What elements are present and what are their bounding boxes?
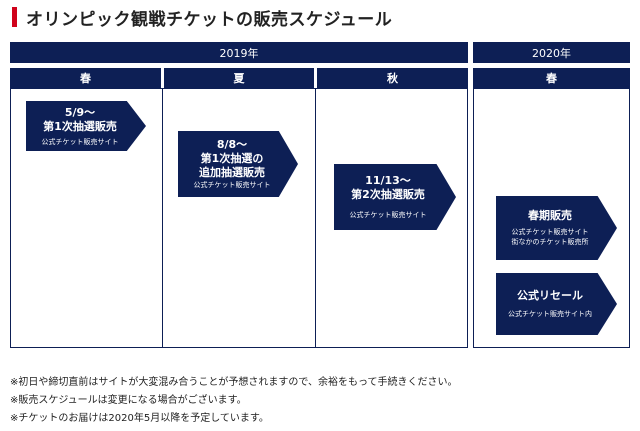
note-item: ※販売スケジュールは変更になる場合がございます。 xyxy=(10,395,247,406)
title-accent-bar xyxy=(12,7,17,27)
year-header-2019: 2019年 xyxy=(10,42,468,63)
season-header-autumn-2019: 秋 xyxy=(317,68,468,88)
note-item: ※初日や締切直前はサイトが大変混み合うことが予想されますので、余裕をもって手続き… xyxy=(10,377,458,388)
season-header-spring-2019: 春 xyxy=(10,68,161,88)
sale-name: 第1次抽選の xyxy=(200,152,264,165)
page-title: オリンピック観戦チケットの販売スケジュール xyxy=(26,10,393,30)
sale-channel: 公式チケット販売サイト内 xyxy=(508,310,592,318)
sale-arrow-spring-sale: 春期販売 公式チケット販売サイト 街なかのチケット販売所 xyxy=(496,196,617,260)
sale-date: 11/13〜 xyxy=(365,174,411,187)
notes: ※初日や締切直前はサイトが大変混み合うことが予想されますので、余裕をもって手続き… xyxy=(10,374,457,428)
year-header-2020: 2020年 xyxy=(473,42,630,63)
sale-arrow-second-lottery: 11/13〜 第2次抽選販売 公式チケット販売サイト xyxy=(334,164,456,230)
sale-date: 5/9〜 xyxy=(64,105,96,119)
sale-name: 公式リセール xyxy=(517,289,583,302)
sale-arrow-first-lottery: 5/9〜 第1次抽選販売 公式チケット販売サイト xyxy=(26,101,146,151)
sale-name: 春期販売 xyxy=(528,209,572,222)
sale-name: 第2次抽選販売 xyxy=(351,188,425,201)
sale-channel: 公式チケット販売サイト xyxy=(41,137,119,146)
sale-channel-2: 街なかのチケット販売所 xyxy=(511,238,589,246)
sale-channel: 公式チケット販売サイト xyxy=(511,228,589,236)
sale-name: 第1次抽選販売 xyxy=(43,119,117,133)
sale-channel: 公式チケット販売サイト xyxy=(193,181,271,189)
sale-name-line2: 追加抽選販売 xyxy=(199,166,265,179)
sale-arrow-official-resale: 公式リセール 公式チケット販売サイト内 xyxy=(496,273,617,335)
season-header-summer-2019: 夏 xyxy=(164,68,314,88)
season-header-spring-2020: 春 xyxy=(473,68,630,88)
sale-channel: 公式チケット販売サイト xyxy=(349,211,427,219)
sale-arrow-additional-lottery: 8/8〜 第1次抽選の 追加抽選販売 公式チケット販売サイト xyxy=(178,131,298,197)
column-divider xyxy=(162,88,163,348)
note-item: ※チケットのお届けは2020年5月以降を予定しています。 xyxy=(10,413,269,424)
sale-date: 8/8〜 xyxy=(216,138,248,151)
column-divider xyxy=(315,88,316,348)
